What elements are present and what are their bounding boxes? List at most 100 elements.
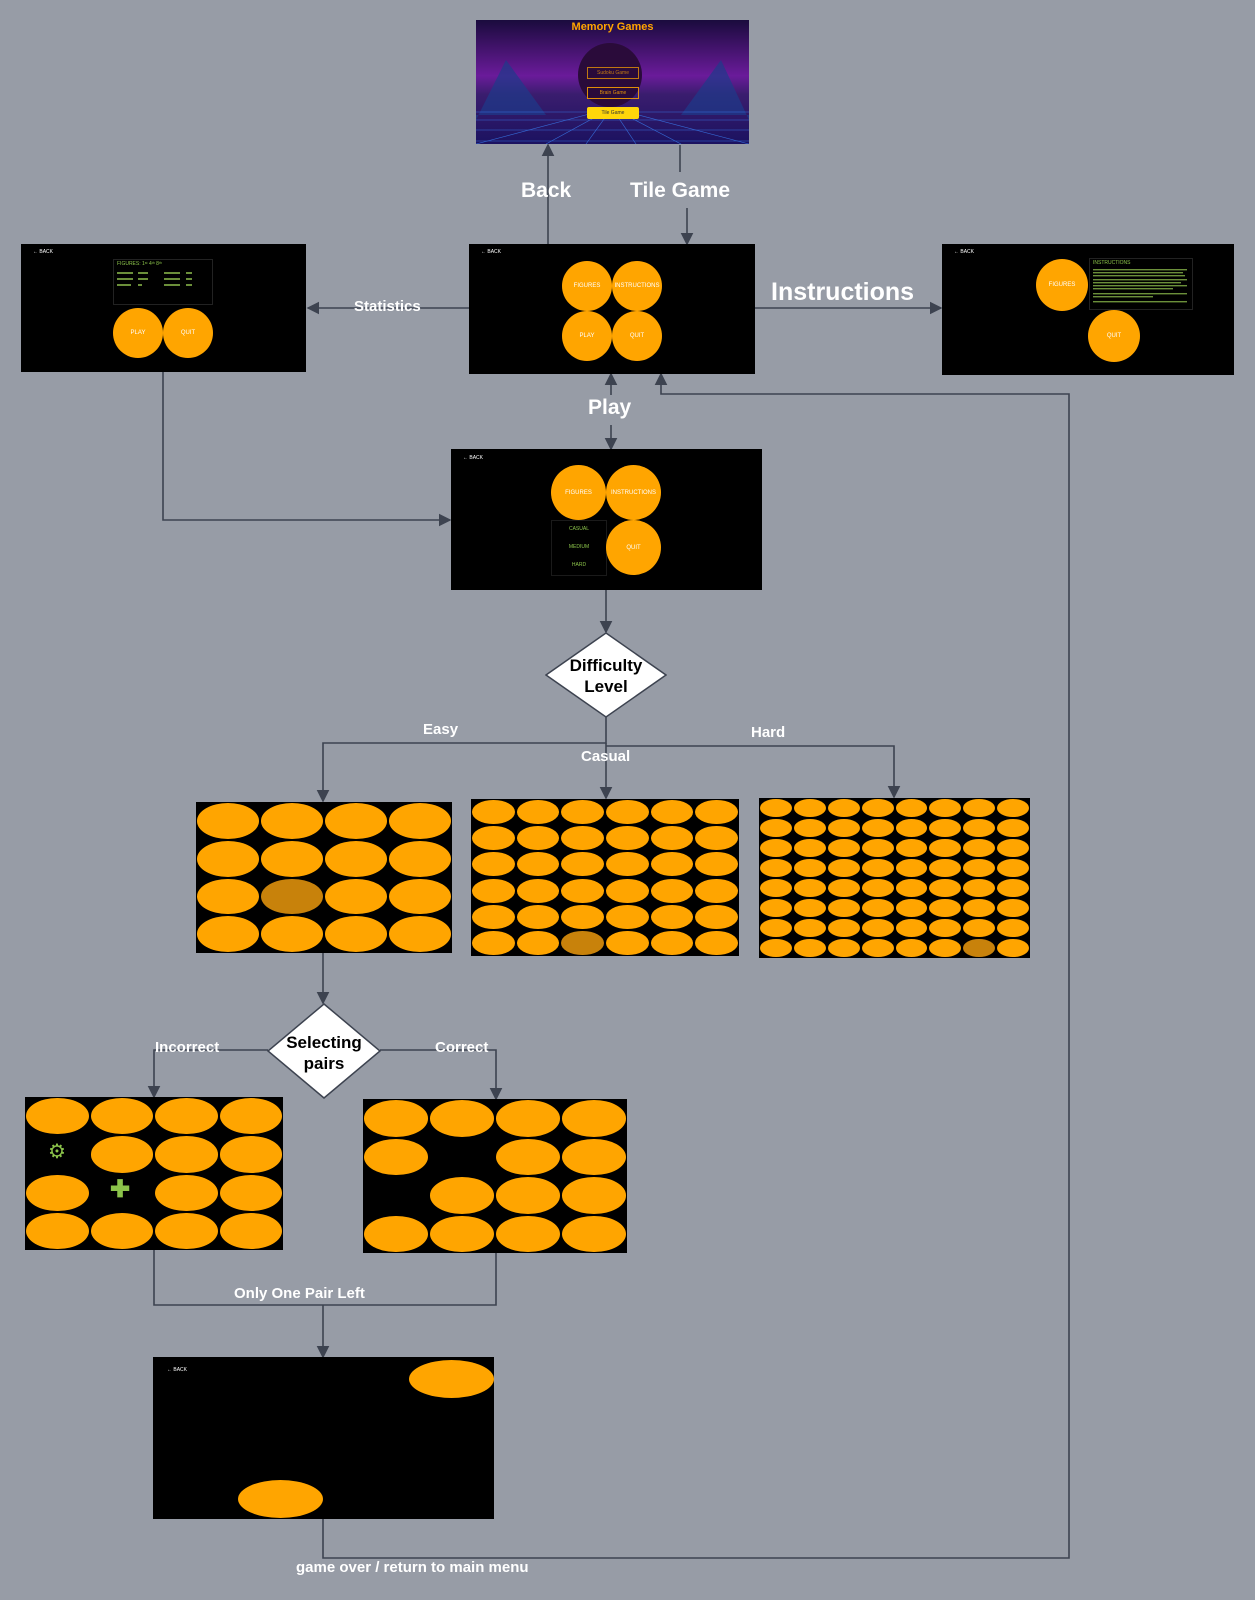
memory-tile[interactable]: [562, 1100, 626, 1137]
memory-tile[interactable]: [561, 930, 604, 955]
memory-tile[interactable]: [895, 799, 928, 817]
memory-tile[interactable]: [929, 919, 962, 937]
memory-tile[interactable]: [472, 904, 515, 929]
memory-tile[interactable]: [963, 899, 996, 917]
casual-option[interactable]: CASUAL: [568, 526, 589, 532]
memory-tile[interactable]: [963, 919, 996, 937]
memory-tile[interactable]: [197, 916, 259, 952]
memory-tile[interactable]: [929, 939, 962, 957]
memory-tile[interactable]: [929, 819, 962, 837]
figures-button[interactable]: FIGURES: [562, 261, 612, 311]
memory-tile[interactable]: [219, 1136, 282, 1173]
memory-tile[interactable]: [963, 879, 996, 897]
memory-tile[interactable]: [827, 819, 860, 837]
memory-tile[interactable]: [516, 930, 560, 955]
memory-tile[interactable]: [793, 819, 826, 837]
memory-tile[interactable]: [516, 852, 560, 877]
memory-tile[interactable]: [562, 1215, 626, 1252]
memory-tile[interactable]: [650, 800, 694, 825]
memory-tile[interactable]: [261, 803, 323, 839]
memory-tile[interactable]: [606, 852, 649, 877]
memory-tile[interactable]: [793, 879, 826, 897]
memory-tile[interactable]: [827, 859, 860, 877]
memory-tile[interactable]: [389, 840, 451, 877]
memory-tile[interactable]: [219, 1212, 282, 1249]
memory-tile[interactable]: [963, 939, 996, 957]
brain-game-button[interactable]: Brain Game: [587, 87, 639, 99]
memory-tile[interactable]: [997, 879, 1029, 897]
memory-tile[interactable]: [861, 919, 894, 937]
memory-tile[interactable]: [325, 840, 387, 877]
memory-tile[interactable]: [895, 879, 928, 897]
memory-tile[interactable]: [472, 800, 515, 825]
memory-tile[interactable]: [793, 919, 826, 937]
memory-tile[interactable]: [997, 899, 1029, 917]
memory-tile[interactable]: [827, 839, 860, 857]
memory-tile[interactable]: [325, 803, 387, 839]
memory-tile[interactable]: [364, 1100, 428, 1137]
memory-tile[interactable]: [861, 899, 894, 917]
memory-tile[interactable]: [197, 840, 259, 877]
memory-tile[interactable]: [496, 1215, 560, 1252]
memory-tile[interactable]: [261, 840, 323, 877]
memory-tile[interactable]: [650, 826, 694, 851]
memory-tile[interactable]: [695, 930, 738, 955]
memory-tile[interactable]: [561, 852, 604, 877]
memory-tile[interactable]: [760, 919, 792, 937]
memory-tile[interactable]: [895, 859, 928, 877]
memory-tile[interactable]: [793, 859, 826, 877]
memory-tile[interactable]: [562, 1138, 626, 1175]
memory-tile[interactable]: [929, 879, 962, 897]
memory-tile[interactable]: [997, 859, 1029, 877]
memory-tile[interactable]: [895, 899, 928, 917]
instructions-button[interactable]: INSTRUCTIONS: [612, 261, 662, 311]
memory-tile[interactable]: [827, 879, 860, 897]
memory-tile[interactable]: [90, 1098, 153, 1135]
memory-tile[interactable]: [561, 904, 604, 929]
memory-tile[interactable]: [606, 800, 649, 825]
memory-tile[interactable]: [963, 799, 996, 817]
memory-tile[interactable]: [561, 878, 604, 903]
memory-tile[interactable]: [496, 1177, 560, 1214]
back-link[interactable]: ← BACK: [954, 249, 975, 255]
memory-tile[interactable]: [26, 1098, 89, 1135]
memory-tile[interactable]: [929, 799, 962, 817]
memory-tile[interactable]: [963, 839, 996, 857]
play-button[interactable]: PLAY: [113, 308, 163, 358]
memory-tile[interactable]: [472, 826, 515, 851]
memory-tile[interactable]: [827, 799, 860, 817]
instructions-button[interactable]: INSTRUCTIONS: [606, 465, 661, 520]
memory-tile[interactable]: [389, 803, 451, 839]
memory-tile[interactable]: [155, 1136, 218, 1173]
memory-tile[interactable]: [562, 1177, 626, 1214]
memory-tile[interactable]: [325, 878, 387, 915]
memory-tile[interactable]: [997, 799, 1029, 817]
memory-tile[interactable]: [760, 899, 792, 917]
memory-tile[interactable]: [827, 899, 860, 917]
memory-tile[interactable]: [606, 826, 649, 851]
memory-tile[interactable]: [650, 878, 694, 903]
remaining-tile[interactable]: [409, 1360, 494, 1398]
memory-tile[interactable]: [430, 1177, 494, 1214]
memory-tile[interactable]: [155, 1098, 218, 1135]
memory-tile[interactable]: [695, 826, 738, 851]
memory-tile[interactable]: [760, 839, 792, 857]
memory-tile[interactable]: [695, 852, 738, 877]
quit-button[interactable]: QUIT: [1088, 310, 1140, 362]
memory-tile[interactable]: [861, 799, 894, 817]
memory-tile[interactable]: [827, 939, 860, 957]
memory-tile[interactable]: [929, 839, 962, 857]
back-link[interactable]: ← BACK: [33, 249, 54, 255]
back-link[interactable]: ← BACK: [167, 1367, 188, 1373]
memory-tile[interactable]: [650, 904, 694, 929]
memory-tile[interactable]: [929, 899, 962, 917]
memory-tile[interactable]: [997, 939, 1029, 957]
memory-tile[interactable]: [261, 878, 323, 915]
memory-tile[interactable]: [650, 930, 694, 955]
memory-tile[interactable]: [695, 800, 738, 825]
memory-tile[interactable]: [793, 839, 826, 857]
tile-game-button[interactable]: Tile Game: [587, 107, 639, 119]
hard-option[interactable]: HARD: [571, 562, 587, 568]
memory-tile[interactable]: [606, 878, 649, 903]
memory-tile[interactable]: [496, 1138, 560, 1175]
